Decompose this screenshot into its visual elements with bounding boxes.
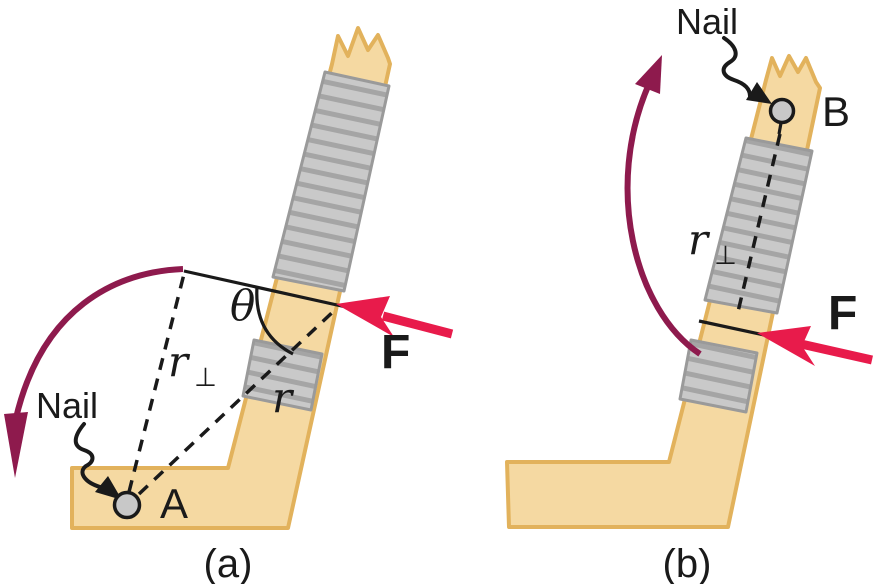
nail-icon-b <box>768 97 796 125</box>
force-arrowhead-b <box>757 326 815 366</box>
radius-r-line-a <box>137 307 338 496</box>
lower-tape-a <box>241 338 324 412</box>
nail-pointer-arrowhead-a <box>95 476 122 500</box>
nail-icon-a <box>112 490 142 520</box>
r-label-a: r <box>272 373 295 422</box>
nail-stem-b <box>777 122 783 135</box>
theta-label: θ <box>230 281 255 330</box>
lower-tape-b <box>678 338 759 414</box>
nail-pointer-arrowhead-b <box>746 82 772 104</box>
nail-pointer-b <box>721 36 752 98</box>
rotation-arrow-a <box>13 266 184 419</box>
rotation-arrow-b <box>624 82 702 357</box>
r-perp-label-a: r ⊥ <box>168 337 217 393</box>
caption-a: (a) <box>204 542 253 584</box>
r-perp-label-b: r ⊥ <box>688 215 737 271</box>
force-arrowhead-a <box>336 296 394 337</box>
panel-a: Nail A θ r ⊥ r F (a) <box>4 26 454 584</box>
theta-angle-arc <box>255 286 294 356</box>
lever-arm-rperp-line-b <box>735 133 782 317</box>
panel-b: Nail B r ⊥ F (b) <box>505 1 873 584</box>
pivot-label-a: A <box>160 480 188 527</box>
rotation-arrowhead-b <box>635 55 662 94</box>
force-label-a: F <box>381 326 410 379</box>
pivot-label-b: B <box>822 88 850 135</box>
force-label-b: F <box>828 287 857 340</box>
line-of-action-a <box>183 269 347 309</box>
nail-pointer-a <box>73 422 102 489</box>
line-of-action-b <box>698 319 765 337</box>
force-arrow-shaft-b <box>800 339 873 365</box>
lever-arm-rperp-line-a <box>127 273 186 493</box>
nail-label-b: Nail <box>676 1 738 42</box>
rotation-arrowhead-a <box>4 412 28 478</box>
caption-b: (b) <box>663 542 712 584</box>
upper-tape-a <box>271 70 391 293</box>
force-arrow-shaft-a <box>381 311 454 339</box>
nail-label-a: Nail <box>36 385 98 426</box>
